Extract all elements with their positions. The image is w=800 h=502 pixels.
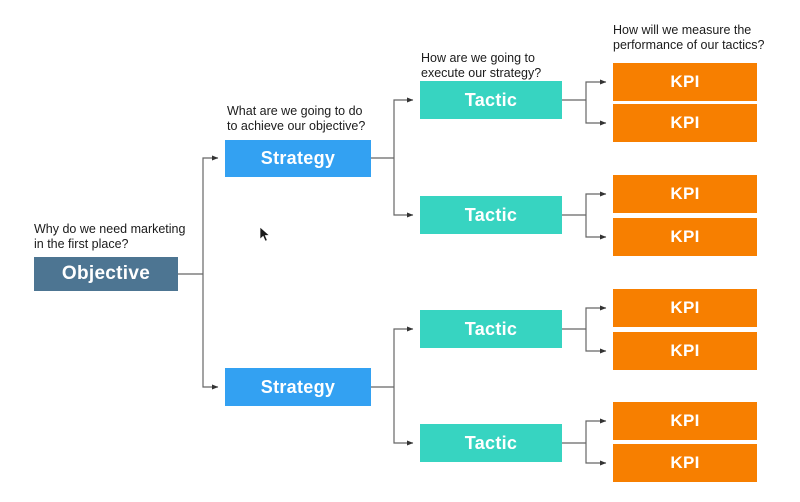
node-tactic-2[interactable]: Tactic	[420, 196, 562, 234]
node-kpi-2[interactable]: KPI	[613, 104, 757, 142]
node-kpi-6[interactable]: KPI	[613, 332, 757, 370]
node-strategy-2[interactable]: Strategy	[225, 368, 371, 406]
node-kpi-4[interactable]: KPI	[613, 218, 757, 256]
kpi-caption: How will we measure the performance of o…	[613, 23, 765, 52]
tactic-caption: How are we going to execute our strategy…	[421, 51, 542, 80]
node-kpi-3[interactable]: KPI	[613, 175, 757, 213]
node-strategy-1[interactable]: Strategy	[225, 140, 371, 177]
node-tactic-3[interactable]: Tactic	[420, 310, 562, 348]
node-objective[interactable]: Objective	[34, 257, 178, 291]
node-kpi-5[interactable]: KPI	[613, 289, 757, 327]
node-tactic-1[interactable]: Tactic	[420, 81, 562, 119]
objective-caption: Why do we need marketing in the first pl…	[34, 222, 186, 251]
node-kpi-7[interactable]: KPI	[613, 402, 757, 440]
strategy-caption: What are we going to do to achieve our o…	[227, 104, 366, 133]
node-tactic-4[interactable]: Tactic	[420, 424, 562, 462]
node-kpi-8[interactable]: KPI	[613, 444, 757, 482]
mouse-cursor-icon	[259, 226, 271, 242]
node-kpi-1[interactable]: KPI	[613, 63, 757, 101]
